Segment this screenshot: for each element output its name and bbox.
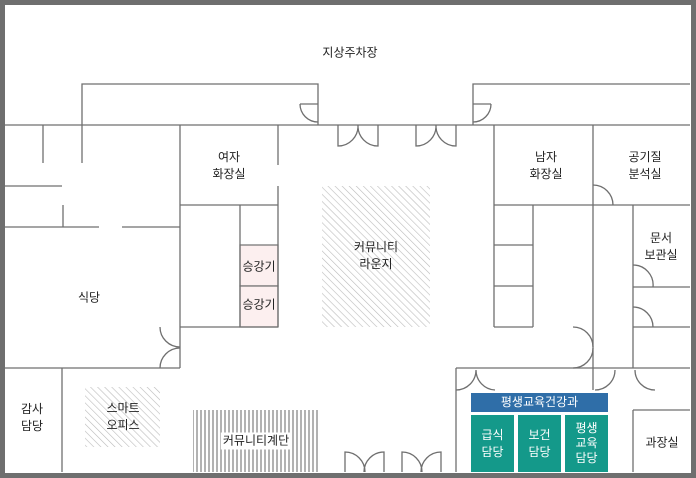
team-meal-label: 급식 담당 [481,427,504,459]
room-manager-office: 과장실 [645,435,679,450]
room-women-restroom: 여자 화장실 [212,150,246,181]
lounge-hatch [322,186,430,327]
team-meal: 급식 담당 [471,415,514,472]
team-lifelong-education: 평생 교육 담당 [565,415,608,472]
room-cafeteria: 식당 [77,290,101,305]
department-title: 평생교육건강과 [500,395,579,409]
room-audit: 감사 담당 [20,402,44,433]
room-parking: 지상주차장 [322,45,378,60]
team-lifelong-education-label: 평생 교육 담당 [575,421,598,465]
room-elevator-1: 승강기 [242,259,276,274]
room-air-quality-lab: 공기질 분석실 [628,150,662,181]
team-health-label: 보건 담당 [528,427,551,459]
room-men-restroom: 남자 화장실 [529,150,563,181]
department-header: 평생교육건강과 [471,393,608,412]
smart-office-hatch [85,387,160,447]
room-smart-office: 스마트 오피스 [106,401,140,432]
room-document-storage: 문서 보관실 [644,231,678,262]
room-community-stairs: 커뮤니티계단 [220,432,292,450]
room-community-lounge: 커뮤니티 라운지 [353,240,399,271]
room-elevator-2: 승강기 [242,297,276,312]
team-health: 보건 담당 [518,415,561,472]
